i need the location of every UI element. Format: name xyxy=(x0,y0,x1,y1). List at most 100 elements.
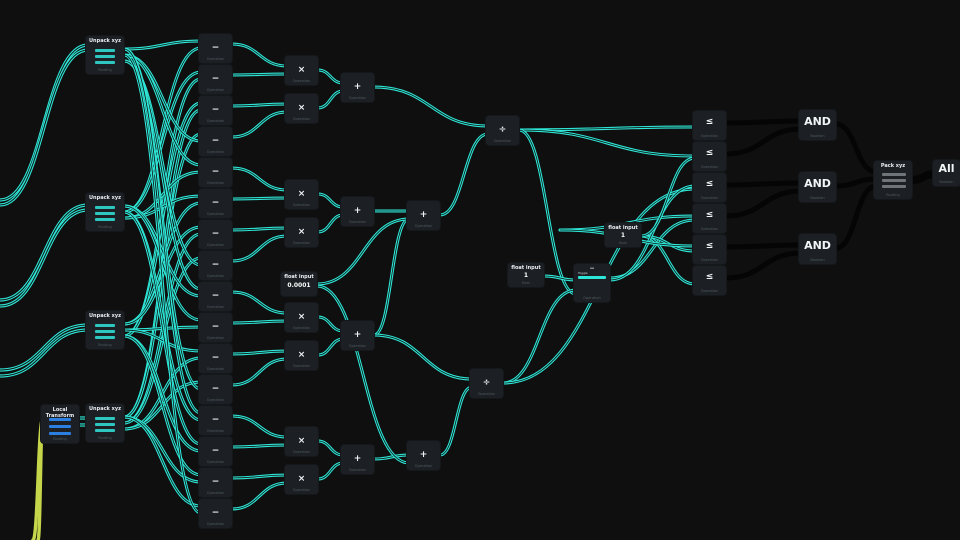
output-port-bar xyxy=(95,417,115,420)
boolean-wire[interactable] xyxy=(833,121,879,175)
less-equal-node[interactable]: ≤Operation xyxy=(693,173,726,202)
less-equal-node[interactable]: ≤Operation xyxy=(693,235,726,264)
add-node[interactable]: +Operation xyxy=(341,73,374,102)
subtract-node[interactable]: −Operation xyxy=(199,375,232,404)
multiply-node[interactable]: ×Operation xyxy=(285,341,318,370)
float-input-title: float input xyxy=(608,225,638,231)
subtract-node[interactable]: −Operation xyxy=(199,189,232,218)
output-port-bar xyxy=(95,206,115,209)
local-transform-node[interactable]: Local Transform Routing xyxy=(41,405,79,443)
node-caption: Operation xyxy=(348,468,367,472)
connection-wire-core xyxy=(123,211,202,445)
add-node[interactable]: +Operation xyxy=(407,201,440,230)
subtract-symbol: − xyxy=(211,290,220,301)
boolean-wire[interactable] xyxy=(723,118,804,126)
multiply-symbol: × xyxy=(297,188,306,199)
float-input-node[interactable]: float input 0.0001 xyxy=(281,272,317,296)
divide-node[interactable]: ÷Operation xyxy=(470,369,503,398)
boolean-wire[interactable] xyxy=(723,180,804,188)
float-input-node[interactable]: float input 1 float xyxy=(508,263,544,287)
toggle-subtract-node[interactable]: − Toggle Operation xyxy=(574,264,610,302)
subtract-node[interactable]: −Operation xyxy=(199,127,232,156)
subtract-node[interactable]: −Operation xyxy=(199,65,232,94)
multiply-node[interactable]: ×Operation xyxy=(285,218,318,247)
node-caption: Operation xyxy=(206,522,225,526)
boolean-wire[interactable] xyxy=(723,188,804,219)
multiply-node[interactable]: ×Operation xyxy=(285,427,318,456)
connection-wire-core xyxy=(373,218,410,336)
unpack-node-1[interactable]: Unpack xyz Routing xyxy=(86,36,124,74)
subtract-node[interactable]: −Operation xyxy=(199,34,232,63)
subtract-node[interactable]: −Operation xyxy=(199,313,232,342)
node-caption: Boolean xyxy=(810,258,825,262)
float-input-value[interactable]: 0.0001 xyxy=(287,282,311,289)
output-port-bar xyxy=(95,336,115,339)
less-equal-node[interactable]: ≤Operation xyxy=(693,111,726,140)
boolean-wire[interactable] xyxy=(910,174,937,184)
multiply-node[interactable]: ×Operation xyxy=(285,180,318,209)
subtract-node[interactable]: −Operation xyxy=(199,468,232,497)
connection-wire-core xyxy=(373,454,410,460)
subtract-symbol: − xyxy=(211,445,220,456)
node-caption: Operation xyxy=(493,139,512,143)
multiply-node[interactable]: ×Operation xyxy=(285,465,318,494)
less-equal-node[interactable]: ≤Operation xyxy=(693,204,726,233)
boolean-wire[interactable] xyxy=(833,176,879,189)
boolean-wire[interactable] xyxy=(723,242,804,250)
connection-wire-core xyxy=(231,235,288,262)
float-input-value[interactable]: 1 xyxy=(620,232,626,239)
subtract-node[interactable]: −Operation xyxy=(199,499,232,528)
subtract-node[interactable]: −Operation xyxy=(199,158,232,187)
boolean-wire[interactable] xyxy=(723,126,804,157)
add-node[interactable]: +Operation xyxy=(341,197,374,226)
node-caption: Operation xyxy=(206,150,225,154)
add-node[interactable]: +Operation xyxy=(341,321,374,350)
toggle-bar[interactable] xyxy=(578,276,606,279)
connection-wire-core xyxy=(231,444,288,448)
unpack-title: Unpack xyz xyxy=(89,195,121,201)
subtract-node[interactable]: −Operation xyxy=(199,282,232,311)
multiply-node[interactable]: ×Operation xyxy=(285,56,318,85)
connection-wire-core xyxy=(317,214,344,233)
node-caption: Operation xyxy=(700,258,719,262)
subtract-node[interactable]: −Operation xyxy=(199,220,232,249)
boolean-wire[interactable] xyxy=(910,170,937,180)
unpack-node-3[interactable]: Unpack xyz Routing xyxy=(86,311,124,349)
multiply-node[interactable]: ×Operation xyxy=(285,303,318,332)
boolean-wire[interactable] xyxy=(833,183,879,251)
float-input-value[interactable]: 1 xyxy=(523,272,529,279)
divide-node[interactable]: ÷ Operation xyxy=(486,116,519,145)
subtract-symbol: − xyxy=(211,104,220,115)
connection-wire-core xyxy=(123,335,202,476)
unpack-node-2[interactable]: Unpack xyz Routing xyxy=(86,193,124,231)
boolean-wire[interactable] xyxy=(723,250,804,281)
float-input-node[interactable]: float input 1 float xyxy=(605,223,641,247)
subtract-node[interactable]: −Operation xyxy=(199,437,232,466)
divide-symbol: ÷ xyxy=(498,124,507,135)
subtract-node[interactable]: −Operation xyxy=(199,406,232,435)
multiply-symbol: × xyxy=(297,435,306,446)
node-caption: float xyxy=(522,281,530,285)
less-equal-node[interactable]: ≤Operation xyxy=(693,266,726,295)
add-node[interactable]: +Operation xyxy=(341,445,374,474)
multiply-node[interactable]: ×Operation xyxy=(285,94,318,123)
connection-wire-core xyxy=(231,197,288,200)
connection-wire-core xyxy=(317,316,344,332)
local-transform-title: Local Transform xyxy=(45,407,75,419)
connection-wire-core xyxy=(0,204,89,301)
unpack-node-4[interactable]: Unpack xyz Routing xyxy=(86,404,124,442)
subtract-node[interactable]: −Operation xyxy=(199,344,232,373)
boolean-wires xyxy=(723,118,937,281)
add-node[interactable]: +Operation xyxy=(407,441,440,470)
pack-node[interactable]: Pack xyz Routing xyxy=(874,161,912,199)
less-equal-node[interactable]: ≤Operation xyxy=(693,142,726,171)
subtract-node[interactable]: −Operation xyxy=(199,251,232,280)
less-equal-symbol: ≤ xyxy=(705,116,714,127)
multiply-symbol: × xyxy=(297,349,306,360)
subtract-node[interactable]: −Operation xyxy=(199,96,232,125)
